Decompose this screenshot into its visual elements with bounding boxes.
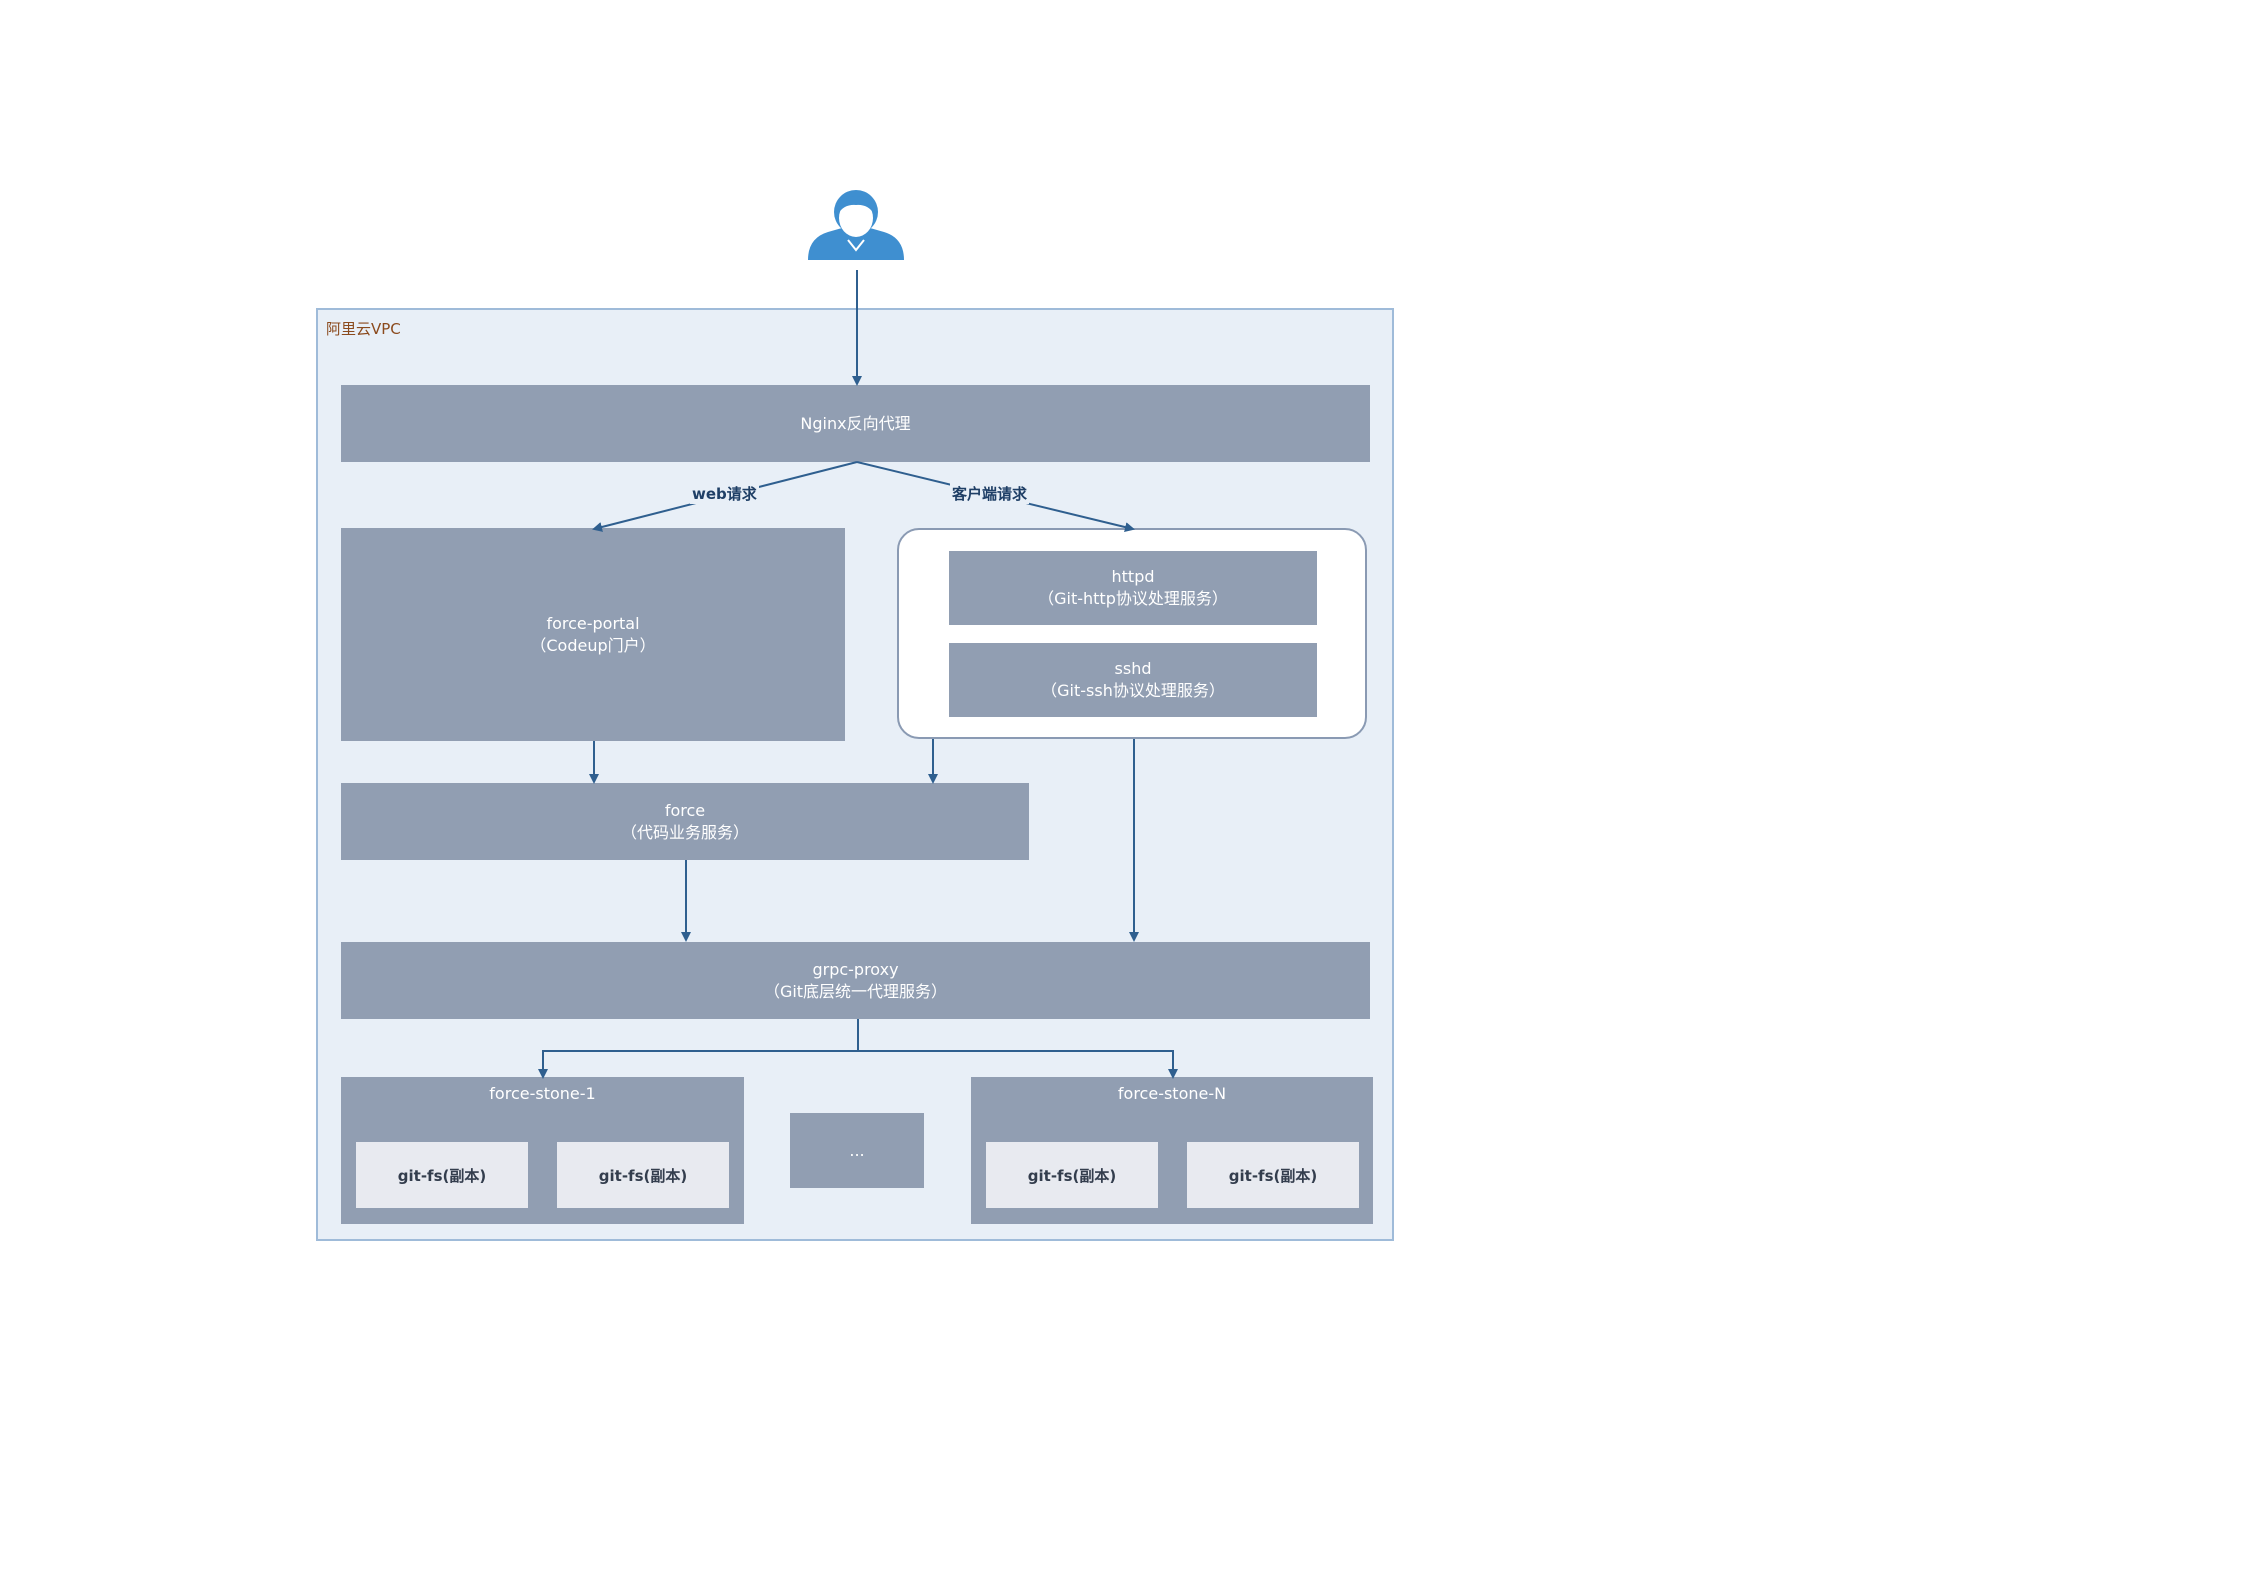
edge-grpc-stone-1 — [538, 1019, 859, 1079]
nginx-name: Nginx反向代理 — [800, 413, 911, 433]
sshd-name: sshd — [1114, 659, 1152, 678]
sshd-desc: （Git-ssh协议处理服务） — [1041, 681, 1225, 700]
grpc-proxy-node: grpc-proxy （Git底层统一代理服务） — [341, 942, 1370, 1019]
stone-1-replica-1: git-fs(副本) — [356, 1142, 528, 1208]
force-name: force — [664, 800, 706, 820]
force-portal-node: force-portal （Codeup门户） — [341, 528, 845, 741]
vpc-label: 阿里云VPC — [326, 320, 401, 338]
httpd-node: httpd （Git-http协议处理服务） — [949, 551, 1317, 625]
edge-grpc-stone-n — [858, 1050, 1178, 1079]
edge-label-client: 客户端请求 — [950, 483, 1030, 504]
sshd-node: sshd （Git-ssh协议处理服务） — [949, 643, 1317, 717]
force-portal-desc: （Codeup门户） — [530, 635, 656, 655]
httpd-name: httpd — [1111, 567, 1155, 586]
stone-1-replica-2: git-fs(副本) — [557, 1142, 729, 1208]
grpc-proxy-desc: （Git底层统一代理服务） — [763, 981, 948, 1001]
edge-label-web: web请求 — [690, 483, 759, 504]
force-stone-n-name: force-stone-N — [1117, 1084, 1227, 1103]
ellipsis-text: ... — [849, 1140, 865, 1160]
stone-n-replica-1: git-fs(副本) — [986, 1142, 1158, 1208]
ellipsis-node: ... — [790, 1113, 924, 1188]
force-stone-1-name: force-stone-1 — [489, 1084, 596, 1103]
nginx-node: Nginx反向代理 — [341, 385, 1370, 462]
httpd-desc: （Git-http协议处理服务） — [1038, 589, 1228, 608]
stone-n-replica-2: git-fs(副本) — [1187, 1142, 1359, 1208]
user-icon — [808, 190, 904, 260]
force-node: force （代码业务服务） — [341, 783, 1029, 860]
force-portal-name: force-portal — [546, 613, 640, 633]
force-desc: （代码业务服务） — [620, 822, 749, 842]
grpc-proxy-name: grpc-proxy — [812, 959, 899, 979]
